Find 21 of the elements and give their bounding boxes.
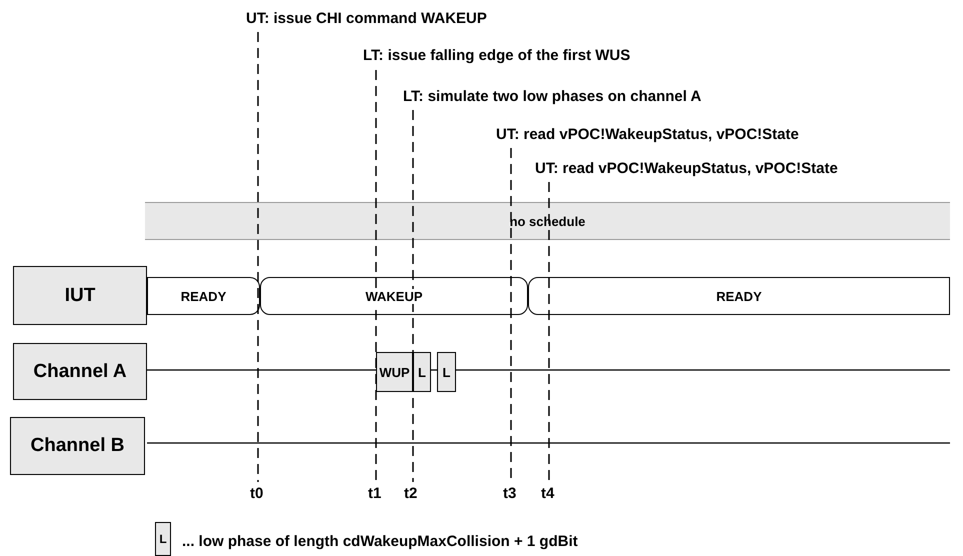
event-annotation: UT: issue CHI command WAKEUP	[246, 10, 487, 27]
time-label: t1	[368, 485, 382, 502]
frame-box: L	[437, 352, 456, 392]
event-annotation: UT: read vPOC!WakeupStatus, vPOC!State	[496, 126, 799, 143]
state-segment: READY	[147, 277, 260, 315]
legend-text: ... low phase of length cdWakeupMaxCollision + 1 gdBit	[182, 533, 578, 550]
legend-sample-box: L	[155, 522, 171, 556]
lane-label-box: IUT	[13, 266, 147, 325]
lane-label-box: Channel A	[13, 343, 147, 400]
lane-label-box: Channel B	[10, 417, 145, 475]
frame-box: WUP	[376, 352, 413, 392]
state-segment: READY	[528, 277, 950, 315]
event-annotation: LT: issue falling edge of the first WUS	[363, 47, 630, 64]
time-label: t0	[250, 485, 264, 502]
time-label: t4	[541, 485, 554, 502]
state-segment: WAKEUP	[260, 277, 528, 315]
time-label: t3	[503, 485, 516, 502]
event-annotation: UT: read vPOC!WakeupStatus, vPOC!State	[535, 160, 838, 177]
event-annotation: LT: simulate two low phases on channel A	[403, 88, 702, 105]
time-label: t2	[404, 485, 418, 502]
frame-box: L	[413, 352, 431, 392]
